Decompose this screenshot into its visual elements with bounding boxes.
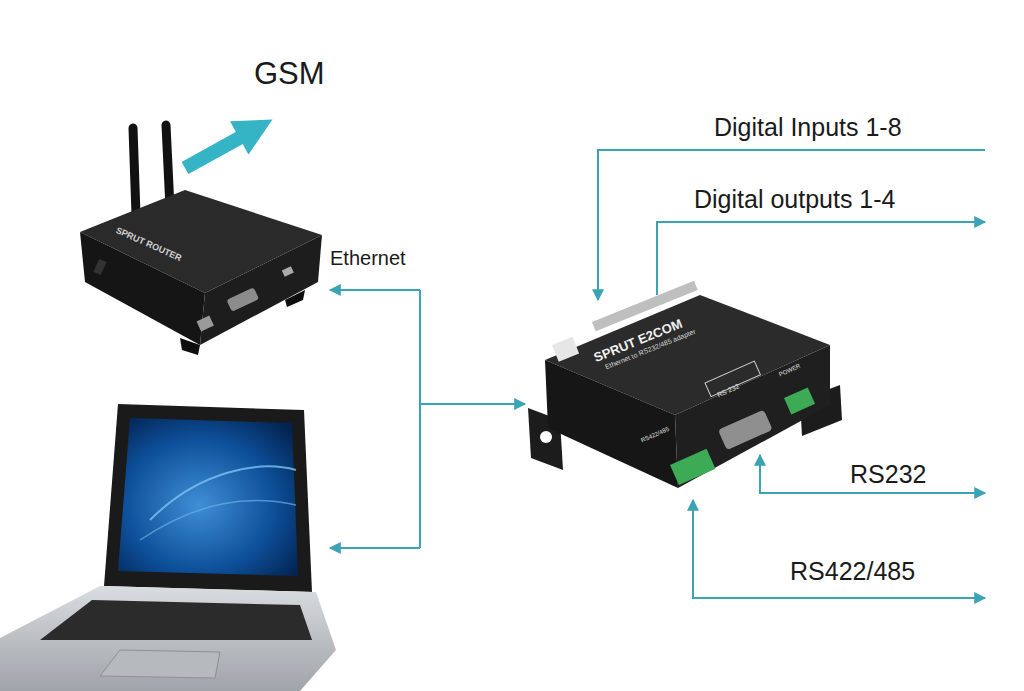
port-marking: POWER bbox=[778, 363, 801, 378]
signal-label: RS232 bbox=[850, 462, 926, 487]
signal-lines bbox=[598, 150, 985, 598]
network-label: GSM bbox=[254, 58, 325, 89]
laptop-computer bbox=[0, 404, 336, 691]
device-marking: SPRUT ROUTER bbox=[114, 226, 183, 263]
signal-label: Digital outputs 1-4 bbox=[694, 187, 896, 212]
router-device bbox=[80, 125, 322, 355]
port-marking: RS422/485 bbox=[640, 426, 670, 444]
port-marking: RS 232 bbox=[716, 382, 740, 398]
signal-label: Digital Inputs 1-8 bbox=[714, 115, 902, 140]
gsm-arrow bbox=[176, 103, 282, 185]
network-label: Ethernet bbox=[330, 248, 406, 268]
signal-label: RS422/485 bbox=[790, 559, 915, 584]
ethernet-bus bbox=[330, 290, 525, 548]
e2com-device bbox=[528, 281, 842, 488]
